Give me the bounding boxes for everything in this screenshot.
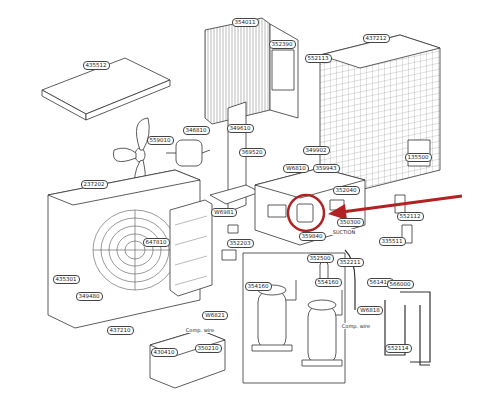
base-pan-top [150,330,225,356]
coil-end [270,24,298,118]
callout-number: 335511 [379,237,406,246]
callout-number: 349610 [227,124,254,133]
part-note: Comp. wire [341,323,371,329]
callout-number: 552112 [397,212,424,221]
top-cover-edge [42,90,86,120]
control-box [255,168,365,245]
compressor-group [243,253,345,383]
highlight-circle [288,195,324,231]
partition [170,200,212,296]
callout-number: 346810 [183,126,210,135]
callout-number: 354160 [245,282,272,291]
callout-number: 352390 [269,40,296,49]
callout-number: W6818 [357,306,382,315]
callout-number: 349902 [303,146,330,155]
callout-number: 352203 [227,239,254,248]
part-note: SUCTION [332,229,357,235]
callout-number: W6810 [283,164,308,173]
top-cover-side [86,80,170,120]
callout-number: 554160 [315,278,342,287]
terminal-block [268,205,286,217]
callout-number: 566000 [387,280,414,289]
callout-number: 437210 [107,326,134,335]
capacitor [297,204,313,222]
compressor [302,290,342,366]
highlight-arrow [342,196,462,212]
piping [345,250,430,365]
coil-bracket [272,50,294,90]
callout-number: W6821 [202,311,227,320]
callout-number: 352211 [337,258,364,267]
part-note: Comp. wire [185,327,215,333]
callout-number: 350300 [337,218,364,227]
front-panel-top [48,170,200,205]
sensor [228,225,238,233]
callout-number: 647810 [143,238,170,247]
callout-number: 435512 [83,61,110,70]
callout-number: 354011 [232,18,259,27]
callout-number: 352500 [307,254,334,263]
callout-number: 135500 [405,153,432,162]
motor-bracket-base [210,185,260,204]
callout-number: W6981 [211,208,236,217]
callout-number: 349480 [76,292,103,301]
callout-number: 559010 [147,136,174,145]
control-box-lid [255,168,365,198]
callout-number: 359840 [299,232,326,241]
callout-number: 359943 [313,164,340,173]
fan-grille [93,210,177,290]
callout-number: 350210 [195,344,222,353]
callout-number: 369520 [239,148,266,157]
compressor [252,280,296,351]
callout-number: 552113 [305,54,332,63]
callout-number: 552114 [385,344,412,353]
callout-number: 437212 [363,34,390,43]
callout-number: 352040 [333,186,360,195]
bracket [222,250,236,260]
callout-number: 237202 [81,180,108,189]
base-pan [150,330,225,388]
callout-number: 430410 [151,348,178,357]
callout-number: 435301 [53,275,80,284]
